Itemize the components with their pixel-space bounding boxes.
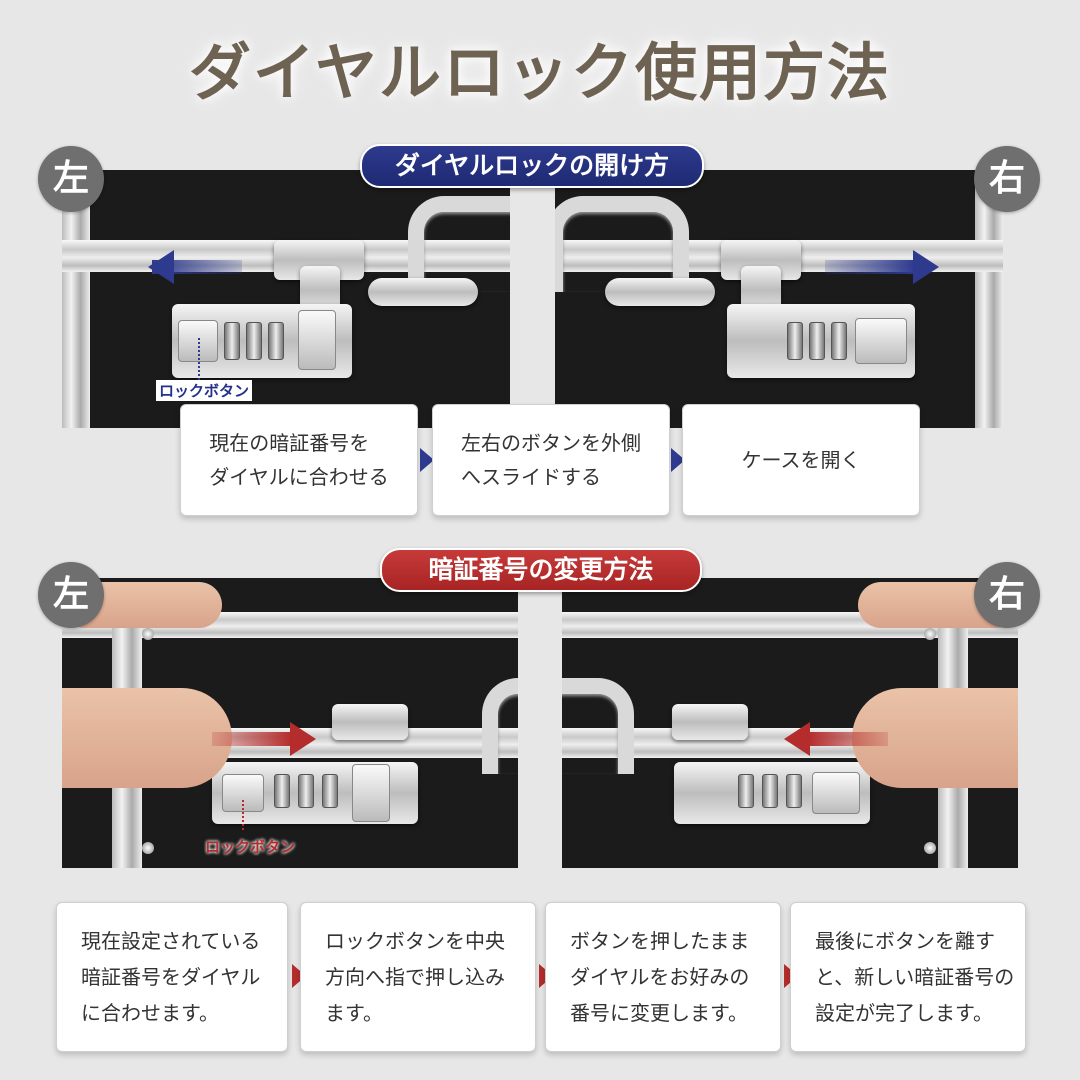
change-step-1: 現在設定されている 暗証番号をダイヤル に合わせます。 [56, 902, 288, 1052]
right-lock-photo [555, 170, 1003, 428]
page-title: ダイヤルロック使用方法 [188, 36, 892, 109]
next-arrow-icon [671, 448, 685, 472]
right-change-photo [562, 578, 1018, 868]
open-step-3: ケースを開く [682, 404, 920, 516]
left-side-badge: 左 [38, 562, 104, 628]
right-side-badge: 右 [974, 146, 1040, 212]
change-step-4: 最後にボタンを離す と、新しい暗証番号の 設定が完了します。 [790, 902, 1026, 1052]
open-section-heading: ダイヤルロックの開け方 [360, 144, 704, 188]
open-step-1: 現在の暗証番号を ダイヤルに合わせる [180, 404, 418, 516]
change-step-3: ボタンを押したまま ダイヤルをお好みの 番号に変更します。 [545, 902, 781, 1052]
lock-button-label: ロックボタン [156, 380, 253, 401]
left-change-photo: ロックボタン [62, 578, 518, 868]
left-side-badge: 左 [38, 146, 104, 212]
next-arrow-icon [420, 448, 434, 472]
lock-button-label: ロックボタン [205, 838, 296, 856]
change-step-2: ロックボタンを中央 方向へ指で押し込み ます。 [300, 902, 536, 1052]
left-lock-photo: ロックボタン [62, 170, 510, 428]
open-step-2: 左右のボタンを外側 へスライドする [432, 404, 670, 516]
right-side-badge: 右 [974, 562, 1040, 628]
change-section-heading: 暗証番号の変更方法 [380, 548, 702, 592]
